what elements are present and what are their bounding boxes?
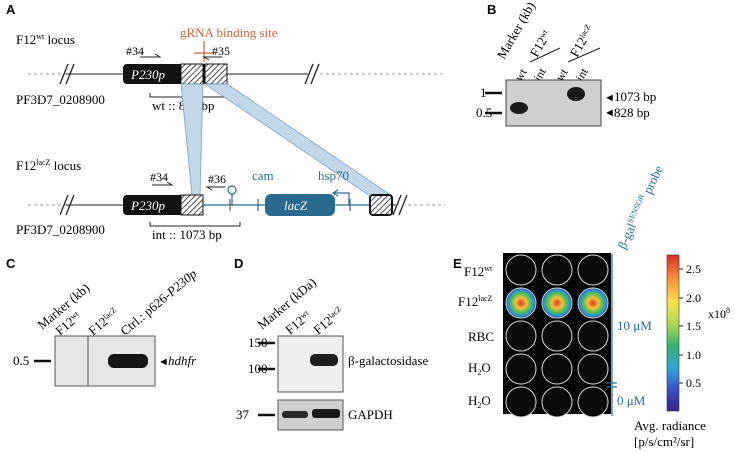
panel-b-group-lacz: F12lacZ: [567, 22, 597, 59]
well-r4-c2: [541, 353, 573, 385]
colorbar-tick-label-3: 1.0: [686, 348, 701, 362]
lacz-locus-label: F12lacZ locus: [16, 158, 81, 173]
panel-d-mw-150: 150: [248, 335, 268, 350]
panel-d-band-bgal: [310, 354, 338, 366]
wt-locus-diagram: [28, 63, 445, 85]
panel-e-probe-label: β-galSENSOR probe: [614, 163, 666, 251]
panel-b-size-1073: 1073 bp: [614, 89, 656, 104]
well-r5-c3: [577, 386, 609, 418]
panel-d-mw-100: 100: [248, 361, 268, 376]
primer-34-lacz-arrow: [152, 181, 174, 186]
panel-b-arrow-2: ◄: [604, 107, 615, 119]
gene-id-wt: PF3D7_0208900: [16, 92, 105, 107]
panel-b-marker-05: 0.5: [476, 105, 492, 120]
well-r3-c2: [541, 320, 573, 352]
well-r2-c1: [505, 287, 537, 319]
panel-e-conc-0um: 0 μM: [617, 393, 646, 408]
crossover-left: [180, 83, 204, 196]
well-r5-c1: [505, 386, 537, 418]
primer-34-wt-arrow: [140, 53, 162, 58]
well-r5-c2: [541, 386, 573, 418]
panel-b-band-wt: [510, 102, 528, 114]
gene-id-lacz: PF3D7_0208900: [16, 222, 105, 237]
panel-c-lane-ctrl: Ctrl.: p626-P230p: [117, 266, 200, 339]
hsp70-label: hsp70: [318, 168, 349, 183]
wt-locus-label: F12wt locus: [16, 32, 75, 47]
panel-e-row-labels: F12wt F12lacZ RBC H2O H2O: [458, 264, 494, 410]
primer-34-lacz: #34: [150, 170, 168, 184]
panel-c-lane-lacz: F12lacZ: [85, 305, 121, 339]
colorbar-tick-label-1: 2.0: [686, 291, 701, 305]
int-product-size: int :: 1073 bp: [152, 227, 222, 242]
panel-label-a: A: [6, 2, 16, 17]
panel-e-colorbar-ticks: 2.5 2.0 1.5 1.0 0.5: [679, 262, 701, 390]
colorbar-tick-label-0: 2.5: [686, 262, 701, 276]
panel-b-size-828: 828 bp: [614, 105, 650, 120]
wt-promoter-label: P230p: [130, 67, 165, 82]
well-r1-c3: [577, 254, 609, 286]
panel-d-mw-37: 37: [236, 407, 250, 422]
panel-e-radiance-unit: [p/s/cm²/sr]: [634, 434, 694, 449]
panel-e-row-wt: F12wt: [464, 264, 493, 279]
panel-e-colorbar: [666, 254, 680, 412]
cam-label: cam: [252, 168, 274, 183]
int-product-bracket: [149, 222, 241, 227]
panel-label-c: C: [6, 256, 16, 271]
lacz-gene-label: lacZ: [284, 198, 308, 213]
panel-b-band-int: [567, 87, 585, 101]
primer-36-lacz-arrow: [205, 186, 225, 191]
panel-e-row-h2o-1: H2O: [468, 360, 491, 377]
panel-b-group-lacz-line: [567, 47, 601, 63]
lacz-locus-diagram: [28, 185, 445, 216]
well-r4-c3: [577, 353, 609, 385]
panel-c-marker-05: 0.5: [13, 353, 29, 368]
panel-d-lane-lacz: F12lacZ: [310, 304, 346, 338]
panel-b-group-wt: F12wt: [527, 27, 554, 60]
panel-d-band-gapdh-wt: [282, 411, 308, 418]
well-r1-c1: [505, 254, 537, 286]
panel-d-protein-bgal: β-galactosidase: [348, 353, 428, 368]
panel-label-b: B: [487, 2, 496, 17]
primer-35-wt: #35: [212, 44, 230, 58]
well-r1-c2: [541, 254, 573, 286]
well-r2-c3: [577, 287, 609, 319]
well-r3-c3: [577, 320, 609, 352]
panel-e-conc-10um: 10 μM: [617, 318, 652, 333]
panel-c-band-label: hdhfr: [168, 353, 197, 368]
well-r3-c1: [505, 320, 537, 352]
panel-e-colorbar-unit: x108: [708, 306, 730, 321]
panel-c-band-hdhfr: [108, 354, 148, 368]
lacz-promoter-label: P230p: [130, 198, 165, 213]
primer-35-wt-arrow: [202, 56, 222, 61]
colorbar-tick-label-4: 0.5: [686, 376, 701, 390]
well-r4-c1: [505, 353, 537, 385]
panel-e-row-h2o-2: H2O: [468, 393, 491, 410]
grna-binding-label: gRNA binding site: [180, 25, 278, 40]
panel-b-arrow-1: ◄: [604, 92, 615, 104]
panel-label-d: D: [234, 256, 243, 271]
panel-label-e: E: [453, 256, 462, 271]
panel-b-marker-1: 1: [480, 85, 487, 100]
crossover-right: [203, 83, 394, 197]
panel-c-arrow: ◄: [158, 356, 169, 368]
primer-36-lacz: #36: [208, 172, 226, 186]
well-r2-c2: [541, 287, 573, 319]
panel-e-row-rbc: RBC: [468, 329, 494, 344]
panel-e-radiance-label: Avg. radiance: [634, 418, 706, 433]
panel-d-band-gapdh-lacz: [312, 409, 340, 418]
primer-34-wt: #34: [126, 44, 144, 58]
colorbar-tick-label-2: 1.5: [686, 319, 701, 333]
panel-b-group-wt-line: [529, 47, 561, 63]
panel-e-row-lacz: F12lacZ: [458, 294, 493, 309]
panel-d-protein-gapdh: GAPDH: [348, 407, 393, 422]
panel-e-wells: [505, 254, 609, 418]
